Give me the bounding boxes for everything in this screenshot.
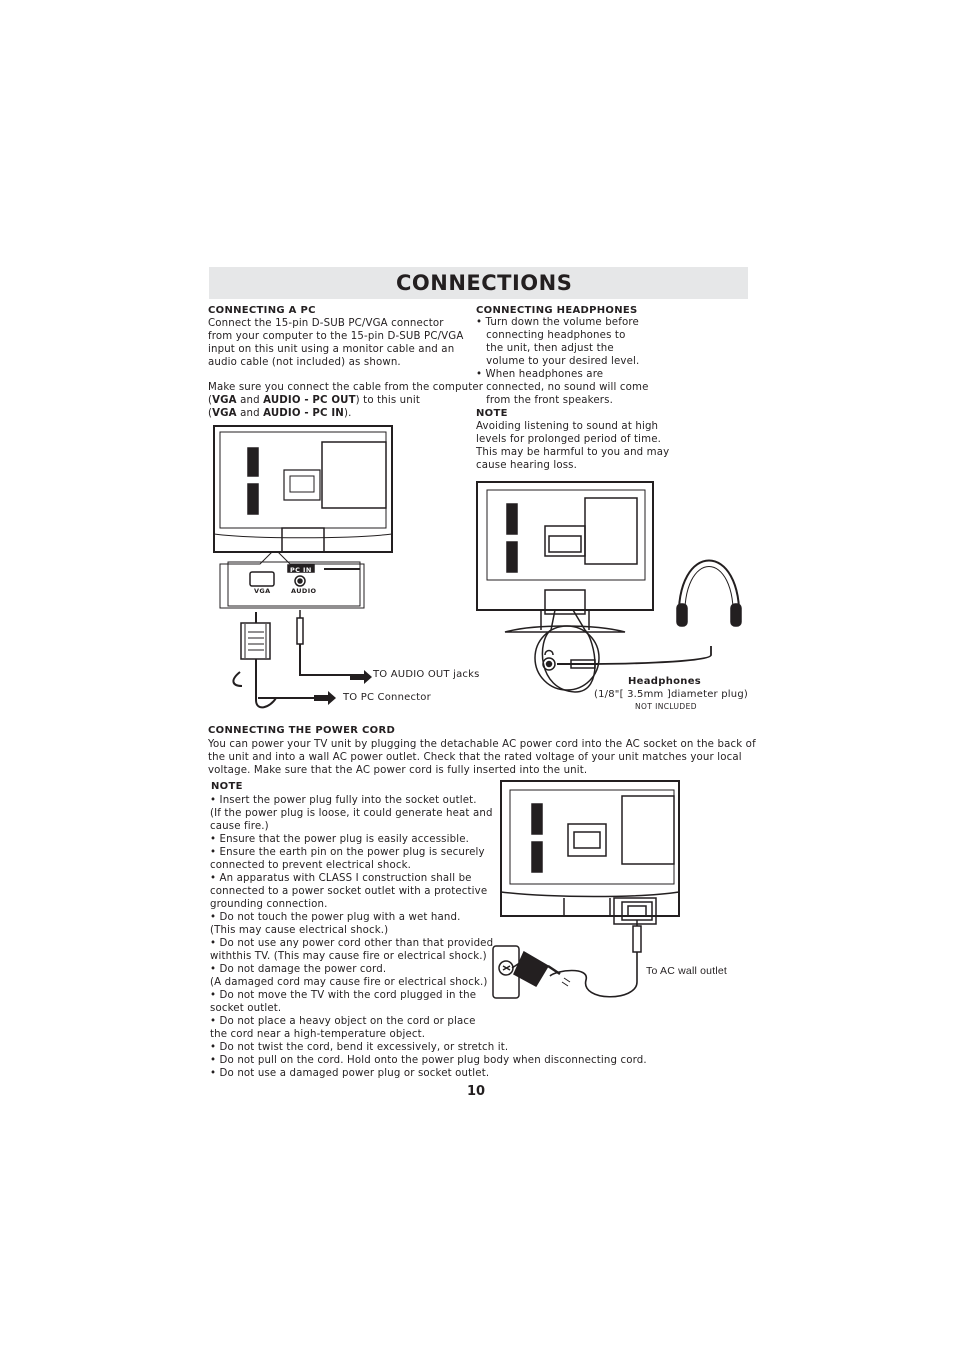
pc-para1-line: input on this unit using a monitor cable… <box>208 344 455 355</box>
bullet-line: • Turn down the volume before <box>476 317 639 328</box>
note-line: cause hearing loss. <box>476 460 578 471</box>
pc-heading: CONNECTING A PC <box>208 305 316 316</box>
page-title: CONNECTIONS <box>396 271 573 295</box>
note-line: • Do not touch the power plug with a wet… <box>210 912 461 923</box>
note-line: (This may cause electrical shock.) <box>210 925 389 936</box>
note-line: • Do not twist the cord, bend it excessi… <box>210 1042 509 1053</box>
note-line: connected to prevent electrical shock. <box>210 860 412 871</box>
tail-text: ). <box>343 408 352 419</box>
headphones-spec: (1/8"[ 3.5mm ]diameter plug) <box>594 689 748 700</box>
headphones-not-included: NOT INCLUDED <box>635 702 697 711</box>
note-line: • Ensure that the power plug is easily a… <box>210 834 470 845</box>
note-line: • An apparatus with CLASS I construction… <box>210 873 472 884</box>
wall-outlet-label: To AC wall outlet <box>646 965 728 977</box>
pc-para2-line: Make sure you connect the cable from the… <box>208 382 484 393</box>
bullet-line: volume to your desired level. <box>476 356 640 367</box>
power-para-line: the unit and into a wall AC power outlet… <box>208 752 742 763</box>
headphones-bullets: • Turn down the volume before connecting… <box>476 316 649 407</box>
and-text: and <box>236 395 264 406</box>
pc-para1-line: audio cable (not included) as shown. <box>208 357 401 368</box>
pc-connector-label: TO PC Connector <box>343 692 431 703</box>
headphones-label: Headphones <box>628 676 702 687</box>
headphones-diagram <box>475 480 755 700</box>
note-line: • Insert the power plug fully into the s… <box>210 795 477 806</box>
arrow-icon <box>350 670 372 684</box>
note-line: Avoiding listening to sound at high <box>476 421 659 432</box>
pc-in-label: PC IN <box>290 566 312 574</box>
note-line: connected to a power socket outlet with … <box>210 886 488 897</box>
note-line: • Do not move the TV with the cord plugg… <box>210 990 477 1001</box>
page-number: 10 <box>467 1084 486 1099</box>
audio-out-label: TO AUDIO OUT jacks <box>373 669 480 680</box>
bold-vga: VGA <box>212 408 237 419</box>
headphones-note: Avoiding listening to sound at high leve… <box>476 420 669 472</box>
power-para: You can power your TV unit by plugging t… <box>208 738 756 777</box>
power-connection-diagram <box>490 780 690 1004</box>
bullet-line: from the front speakers. <box>476 395 613 406</box>
note-line: grounding connection. <box>210 899 328 910</box>
power-para-line: voltage. Make sure that the AC power cor… <box>208 765 588 776</box>
note-line: withthis TV. (This may cause fire or ele… <box>210 951 487 962</box>
pc-para2-line: (VGA and AUDIO - PC OUT) to this unit <box>208 394 483 407</box>
paren: ( <box>208 395 213 406</box>
note-line: • Do not pull on the cord. Hold onto the… <box>210 1055 647 1066</box>
note-line: This may be harmful to you and may <box>476 447 670 458</box>
bullet-line: the unit, then adjust the <box>476 343 614 354</box>
bold-vga: VGA <box>212 395 237 406</box>
note-line: • Do not use any power cord other than t… <box>210 938 494 949</box>
and-text: and <box>236 408 264 419</box>
title-bar <box>209 267 748 299</box>
headphones-note-heading: NOTE <box>476 408 508 419</box>
note-line: • Ensure the earth pin on the power plug… <box>210 847 485 858</box>
bold-audio-pc-in: AUDIO - PC IN <box>263 408 344 419</box>
power-note-heading: NOTE <box>211 781 243 792</box>
tail-text: ) to this unit <box>355 395 421 406</box>
note-line: cause fire.) <box>210 821 269 832</box>
note-line: • Do not place a heavy object on the cor… <box>210 1016 476 1027</box>
bold-audio-pc-out: AUDIO - PC OUT <box>263 395 356 406</box>
bullet-line: • When headphones are <box>476 369 604 380</box>
note-line: • Do not use a damaged power plug or soc… <box>210 1068 490 1079</box>
bullet-line: connected, no sound will come <box>476 382 649 393</box>
audio-label: AUDIO <box>291 587 317 595</box>
note-line: (A damaged cord may cause fire or electr… <box>210 977 488 988</box>
note-line: levels for prolonged period of time. <box>476 434 662 445</box>
paren: ( <box>208 408 213 419</box>
power-heading: CONNECTING THE POWER CORD <box>208 725 396 736</box>
pc-para2: Make sure you connect the cable from the… <box>208 381 483 420</box>
arrow-icon <box>314 691 336 705</box>
pc-connection-diagram <box>212 424 412 724</box>
note-line: socket outlet. <box>210 1003 282 1014</box>
bullet-line: connecting headphones to <box>476 330 626 341</box>
power-note: • Insert the power plug fully into the s… <box>210 794 647 1080</box>
note-line: (If the power plug is loose, it could ge… <box>210 808 493 819</box>
headphones-heading: CONNECTING HEADPHONES <box>476 305 638 316</box>
vga-label: VGA <box>254 587 271 595</box>
power-para-line: You can power your TV unit by plugging t… <box>208 739 756 750</box>
pc-para2-line: (VGA and AUDIO - PC IN). <box>208 407 483 420</box>
note-line: • Do not damage the power cord. <box>210 964 387 975</box>
pc-para1: Connect the 15-pin D-SUB PC/VGA connecto… <box>208 317 463 369</box>
pc-para1-line: Connect the 15-pin D-SUB PC/VGA connecto… <box>208 318 444 329</box>
note-line: the cord near a high-temperature object. <box>210 1029 426 1040</box>
pc-para1-line: from your computer to the 15-pin D-SUB P… <box>208 331 464 342</box>
